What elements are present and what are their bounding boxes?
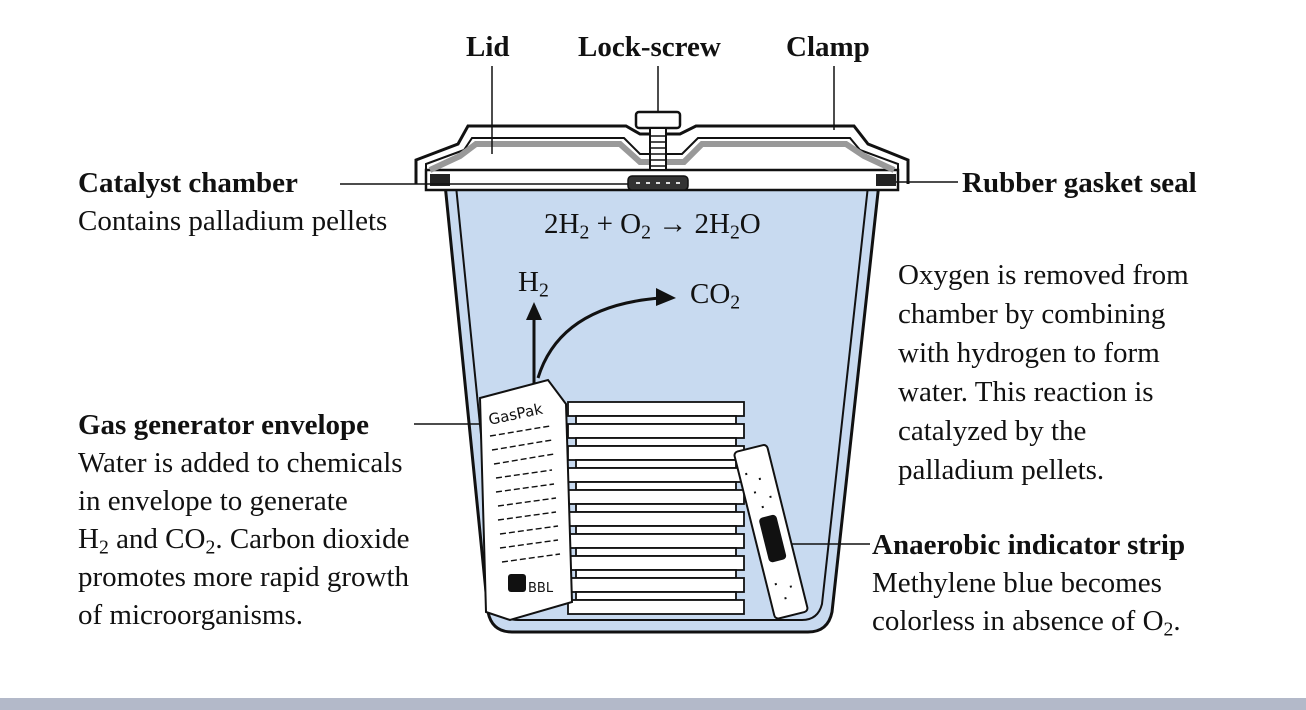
gas-generator-label: Gas generator envelope [78,409,370,441]
gas-desc-line5: of microorganisms. [78,599,303,631]
oxygen-desc-line6: palladium pellets. [898,454,1105,486]
indicator-desc-line1: Methylene blue becomes [872,567,1162,599]
gas-generator-envelope: GasPak BBL [478,378,574,622]
catalyst-chamber-desc: Contains palladium pellets [78,205,388,237]
gasket-right [876,174,896,186]
clamp-label: Clamp [786,31,870,63]
lock-screw-threads [650,135,666,167]
indicator-label: Anaerobic indicator strip [872,529,1186,561]
lock-screw-shaft [649,127,667,171]
oxygen-desc-line2: chamber by combining [898,298,1166,330]
gas-desc-line3: H2 and CO2. Carbon dioxide [78,523,410,559]
co2-label: CO2 [690,278,741,314]
reaction-equation: 2H2 + O2 → 2H2O [544,208,761,244]
oxygen-desc-line5: catalyzed by the [898,415,1087,447]
oxygen-desc-line4: water. This reaction is [898,376,1154,408]
petri-plate-stack [567,401,745,615]
oxygen-desc-line3: with hydrogen to form [898,337,1160,369]
rubber-gasket-label: Rubber gasket seal [962,167,1197,199]
gas-desc-line1: Water is added to chemicals [78,447,403,479]
co2-arrow-head [656,288,676,306]
catalyst-chamber-label: Catalyst chamber [78,167,298,199]
h2-label: H2 [518,266,549,302]
oxygen-desc-line1: Oxygen is removed from [898,259,1189,291]
h2-arrow-head [526,302,542,320]
gas-desc-line2: in envelope to generate [78,485,348,517]
lock-screw-label: Lock-screw [578,31,721,63]
envelope-logo-text: BBL [528,581,554,596]
co2-arrow-curve [536,296,661,379]
lid-label: Lid [466,31,510,63]
footer-bar [0,698,1306,710]
gasket-left [430,174,450,186]
indicator-strip [733,444,809,620]
gas-desc-line4: promotes more rapid growth [78,561,410,593]
lock-screw-head [634,110,682,130]
indicator-desc-line2: colorless in absence of O2. [872,605,1181,641]
